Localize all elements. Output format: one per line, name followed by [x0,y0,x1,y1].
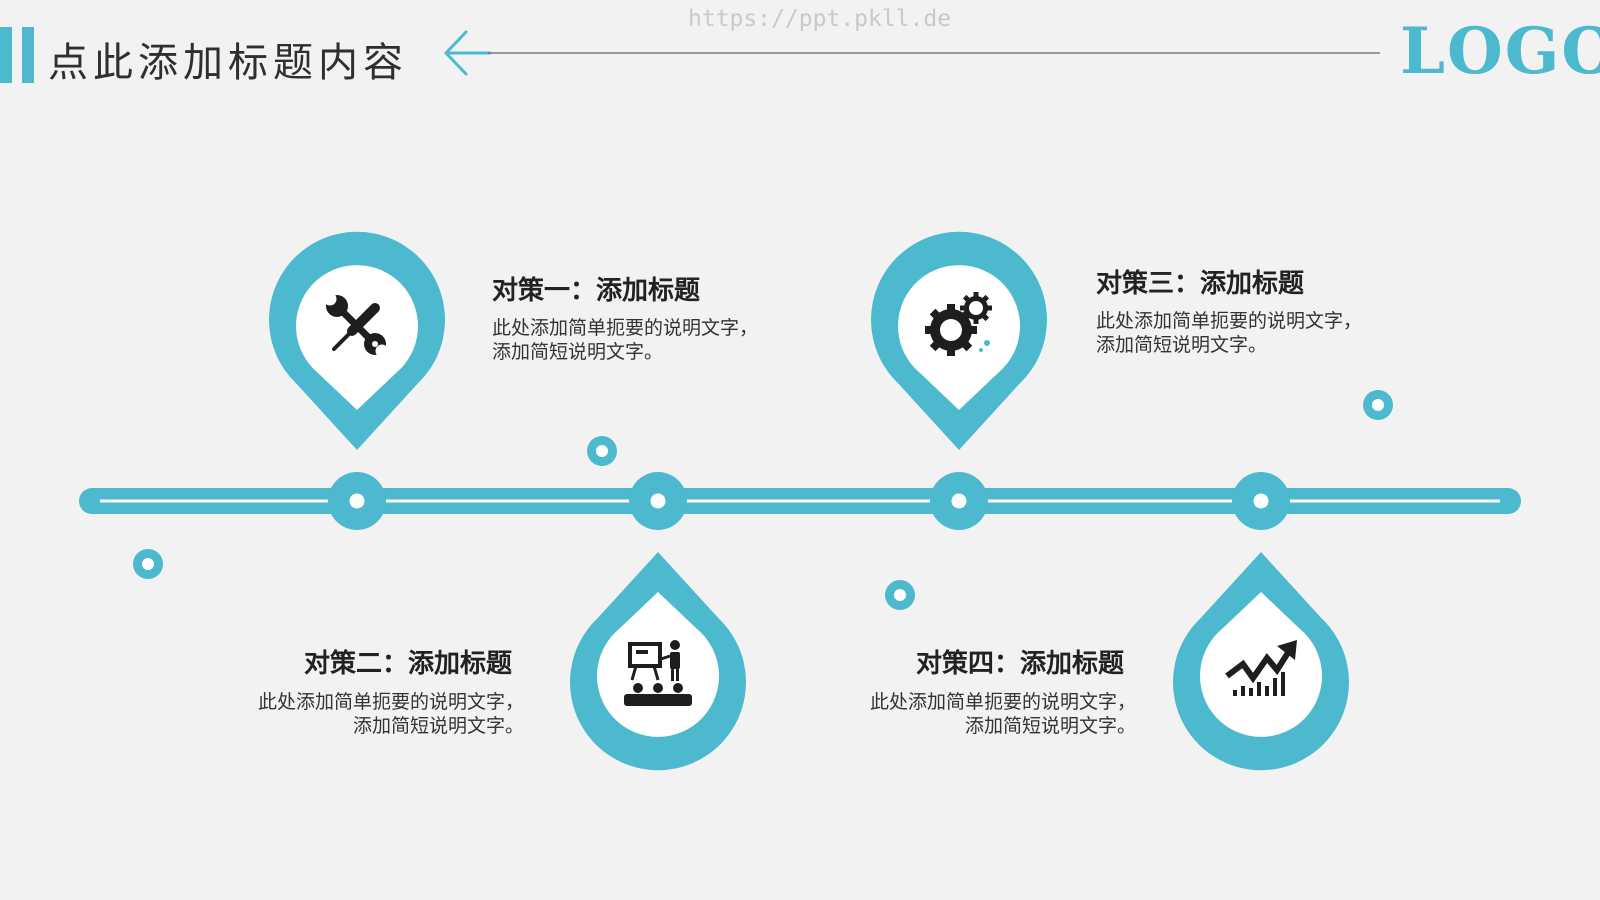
item-4-title: 对策四：添加标题 [915,649,1124,679]
tools-icon [323,292,389,358]
timeline-node-3 [930,472,988,530]
timeline-node-4 [1232,472,1290,530]
header-accent-bar-1 [0,27,12,83]
decor-ring-3 [133,549,163,579]
item-4-desc: 此处添加简单扼要的说明文字， 添加简短说明文字。 [870,690,1136,738]
header-accent-bar-2 [22,27,34,83]
item-3-desc: 此处添加简单扼要的说明文字， 添加简短说明文字。 [1096,309,1362,357]
arrow-left-icon [444,30,492,76]
item-4-desc-line-2: 添加简短说明文字。 [964,715,1136,737]
growth-chart-icon [1225,640,1297,696]
gears-icon [925,292,992,356]
item-3-title: 对策三：添加标题 [1096,269,1305,299]
logo: LOGO [1400,14,1600,89]
item-1-desc-line-2: 添加简短说明文字。 [492,341,664,363]
item-2-desc: 此处添加简单扼要的说明文字， 添加简短说明文字。 [258,690,524,738]
item-1-desc: 此处添加简单扼要的说明文字， 添加简短说明文字。 [492,316,758,364]
pin-marker-4 [1173,552,1350,771]
item-1-desc-line-1: 此处添加简单扼要的说明文字， [492,317,759,339]
presentation-icon [624,640,692,706]
timeline-node-2 [629,472,687,530]
item-3-desc-line-2: 添加简短说明文字。 [1096,334,1268,356]
watermark-url: https://ppt.pkll.de [688,6,952,32]
decor-ring-1 [587,436,617,466]
item-2-desc-line-1: 此处添加简单扼要的说明文字， [257,691,524,713]
decor-ring-4 [885,580,915,610]
decor-ring-2 [1363,390,1393,420]
item-3-desc-line-1: 此处添加简单扼要的说明文字， [1096,310,1363,332]
item-2-title: 对策二：添加标题 [303,649,512,679]
item-2-desc-line-2: 添加简短说明文字。 [352,715,524,737]
item-1-title: 对策一：添加标题 [492,276,701,306]
pin-marker-1 [269,231,446,450]
timeline-node-1 [328,472,386,530]
item-4-desc-line-1: 此处添加简单扼要的说明文字， [869,691,1136,713]
page-title: 点此添加标题内容 [48,40,408,86]
